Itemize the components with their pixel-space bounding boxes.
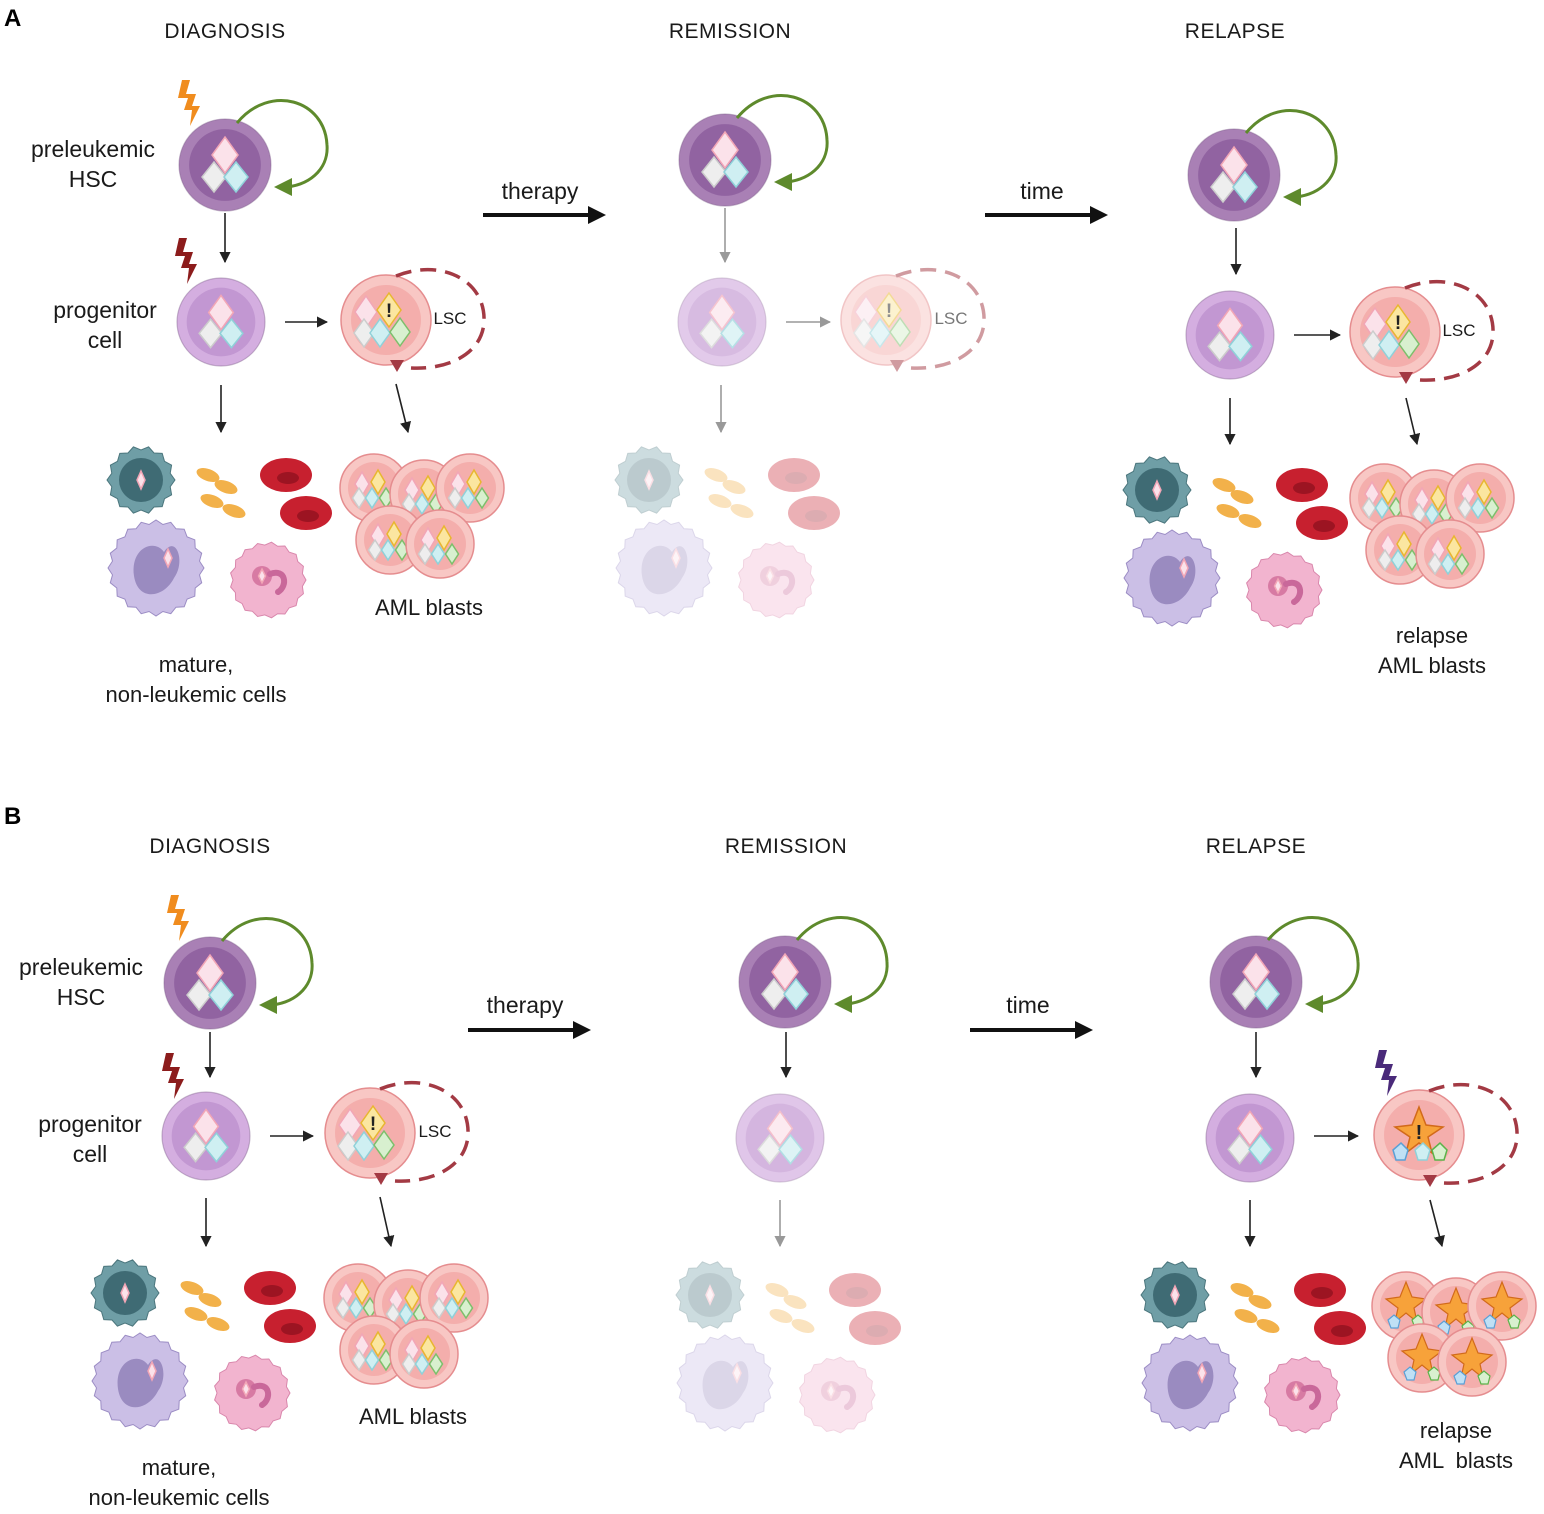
panel-a-label-relapse: relapse xyxy=(1395,623,1469,648)
panel-a-label-preleukemic: preleukemic xyxy=(31,136,155,162)
panel-b-diagnosis-arrow-lsc-blasts xyxy=(379,1196,395,1248)
panel-b-diagnosis-lsc: ! xyxy=(324,1080,470,1185)
panel-b-label-hsc: HSC xyxy=(56,984,106,1010)
panel-a-diagnosis-mature-cells xyxy=(106,446,332,619)
panel-b-diagnosis-progenitor xyxy=(161,1091,251,1181)
panel-b-mutation-bolt-1 xyxy=(167,895,189,941)
panel-a-label-progenitor: progenitor xyxy=(53,297,157,323)
panel-a-diagnosis-lsc-label: LSC xyxy=(433,309,467,328)
panel-a-stage-remission: REMISSION xyxy=(668,20,792,43)
panel-a-label-aml-blasts: AML blasts xyxy=(374,595,484,620)
panel-a-relapse-arrow-lsc-blasts xyxy=(1405,397,1421,446)
panel-a-stage-relapse: RELAPSE xyxy=(1184,20,1286,43)
panel-a-label-mature: mature, xyxy=(158,652,234,677)
panel-b-mutation-bolt-2 xyxy=(162,1053,184,1099)
panel-b-label-cell: cell xyxy=(72,1141,108,1167)
panel-a-letter: A xyxy=(4,5,22,32)
panel-a-relapse-lsc-label: LSC xyxy=(1442,321,1476,340)
panel-a-time-arrow xyxy=(985,206,1108,224)
svg-text:!: ! xyxy=(386,301,392,322)
panel-b-label-progenitor: progenitor xyxy=(38,1111,142,1137)
panel-a-diagnosis-arrow-lsc-blasts xyxy=(395,383,411,434)
panel-b-remission-mature-cells xyxy=(675,1261,901,1434)
panel-a-stage-diagnosis: DIAGNOSIS xyxy=(164,20,286,43)
panel-a-relapse-lsc: ! xyxy=(1349,279,1495,384)
panel-b-relapse-hsc xyxy=(1209,915,1360,1029)
panel-b-label-preleukemic: preleukemic xyxy=(19,954,143,980)
panel-b-relapse-lsc: ! xyxy=(1373,1082,1519,1187)
panel-a-diagnosis-hsc xyxy=(178,98,329,212)
panel-b-transition-time: time xyxy=(1006,992,1050,1018)
panel-a-relapse-mature-cells xyxy=(1122,456,1348,629)
panel-b-label-aml-blasts: AML blasts xyxy=(358,1404,468,1429)
panel-b-transition-therapy: therapy xyxy=(486,992,564,1018)
panel-b-letter: B xyxy=(4,803,22,830)
panel-b-relapse-aml-blasts xyxy=(1371,1271,1537,1397)
panel-b-diagnosis-hsc xyxy=(163,916,314,1030)
panel-b-remission-progenitor xyxy=(735,1093,825,1183)
panel-a-remission-lsc: ! xyxy=(840,267,986,372)
panel-b-label-relapse: relapse xyxy=(1419,1418,1493,1443)
panel-a-relapse-aml-blasts xyxy=(1349,463,1515,589)
panel-b-diagnosis-aml-blasts xyxy=(323,1263,489,1389)
panel-a-label-cell: cell xyxy=(87,327,123,353)
panel-b-relapse-mature-cells xyxy=(1140,1261,1366,1434)
panel-a-relapse-progenitor xyxy=(1185,290,1275,380)
panel-b-label-non-leukemic: non-leukemic cells xyxy=(88,1485,270,1510)
panel-b-relapse-progenitor xyxy=(1205,1093,1295,1183)
svg-text:!: ! xyxy=(1395,313,1401,334)
panel-b-therapy-arrow xyxy=(468,1021,591,1039)
panel-a-diagnosis-aml-blasts xyxy=(339,453,505,579)
svg-text:!: ! xyxy=(886,301,892,322)
panel-a-label-relapse-blasts: AML blasts xyxy=(1377,653,1487,678)
panel-b-stage-relapse: RELAPSE xyxy=(1205,835,1307,858)
svg-text:!: ! xyxy=(1416,1122,1423,1144)
panel-a-remission-hsc xyxy=(678,93,829,207)
panel-b-diagnosis-lsc-label: LSC xyxy=(418,1122,452,1141)
panel-b-stage-diagnosis: DIAGNOSIS xyxy=(149,835,271,858)
panel-b-time-arrow xyxy=(970,1021,1093,1039)
panel-a-therapy-arrow xyxy=(483,206,606,224)
panel-b-mutation-bolt-3 xyxy=(1375,1050,1397,1096)
panel-a-remission-mature-cells xyxy=(614,446,840,619)
panel-b-stage-remission: REMISSION xyxy=(724,835,848,858)
panel-a-diagnosis-lsc: ! xyxy=(340,267,486,372)
panel-a-remission-lsc-label: LSC xyxy=(934,309,968,328)
panel-a-mutation-bolt-1 xyxy=(178,80,200,126)
panel-a-transition-therapy: therapy xyxy=(501,178,579,204)
panel-b-relapse-arrow-lsc-blasts xyxy=(1429,1199,1445,1248)
panel-a-remission-progenitor xyxy=(677,277,767,367)
panel-a-label-hsc: HSC xyxy=(68,166,118,192)
panel-b-remission-hsc xyxy=(738,915,889,1029)
panel-a-relapse-hsc xyxy=(1187,108,1338,222)
panel-b-diagnosis-mature-cells xyxy=(90,1259,316,1432)
panel-b-label-mature: mature, xyxy=(141,1455,217,1480)
panel-b-label-relapse-blasts: AML blasts xyxy=(1398,1448,1514,1473)
panel-a-diagnosis-progenitor xyxy=(176,277,266,367)
panel-a-mutation-bolt-2 xyxy=(175,238,197,284)
panel-a-label-non-leukemic: non-leukemic cells xyxy=(105,682,287,707)
panel-a-transition-time: time xyxy=(1020,178,1064,204)
svg-text:!: ! xyxy=(370,1114,376,1135)
